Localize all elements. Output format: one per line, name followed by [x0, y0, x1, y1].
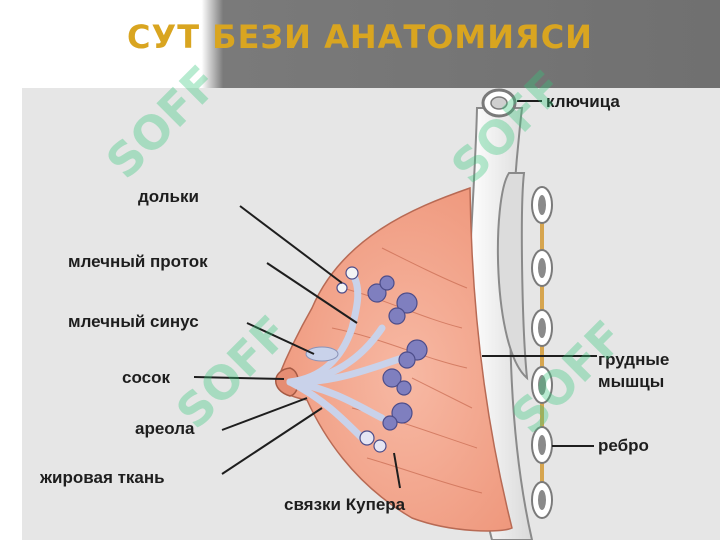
leader-lines — [193, 100, 597, 489]
label-areola: ареола — [135, 419, 195, 438]
title-banner — [0, 0, 720, 90]
label-fat-tissue: жировая ткань — [40, 468, 165, 487]
milk-sinus — [305, 346, 339, 362]
label-lobules: дольки — [138, 187, 199, 206]
milk-ducts — [286, 269, 406, 442]
label-rib: ребро — [598, 436, 649, 455]
label-nipple: сосок — [122, 368, 170, 387]
chest-muscle — [496, 172, 529, 381]
lobules — [336, 266, 428, 453]
breast-anatomy-diagram: дольки млечный проток млечный синус сосо… — [22, 88, 720, 540]
label-cooper-ligaments: связки Купера — [284, 495, 406, 514]
label-chest-muscles-1: грудные — [598, 350, 670, 369]
anatomy-illustration — [193, 88, 597, 540]
label-milk-sinus: млечный синус — [68, 312, 199, 331]
rib-cores — [538, 195, 546, 510]
page-title: СУТ БЕЗИ АНАТОМИЯСИ — [127, 18, 593, 56]
label-chest-muscles-2: мышцы — [598, 372, 665, 391]
ribs — [531, 186, 553, 519]
label-clavicle: ключица — [546, 92, 620, 111]
label-milk-duct: млечный проток — [68, 252, 208, 271]
